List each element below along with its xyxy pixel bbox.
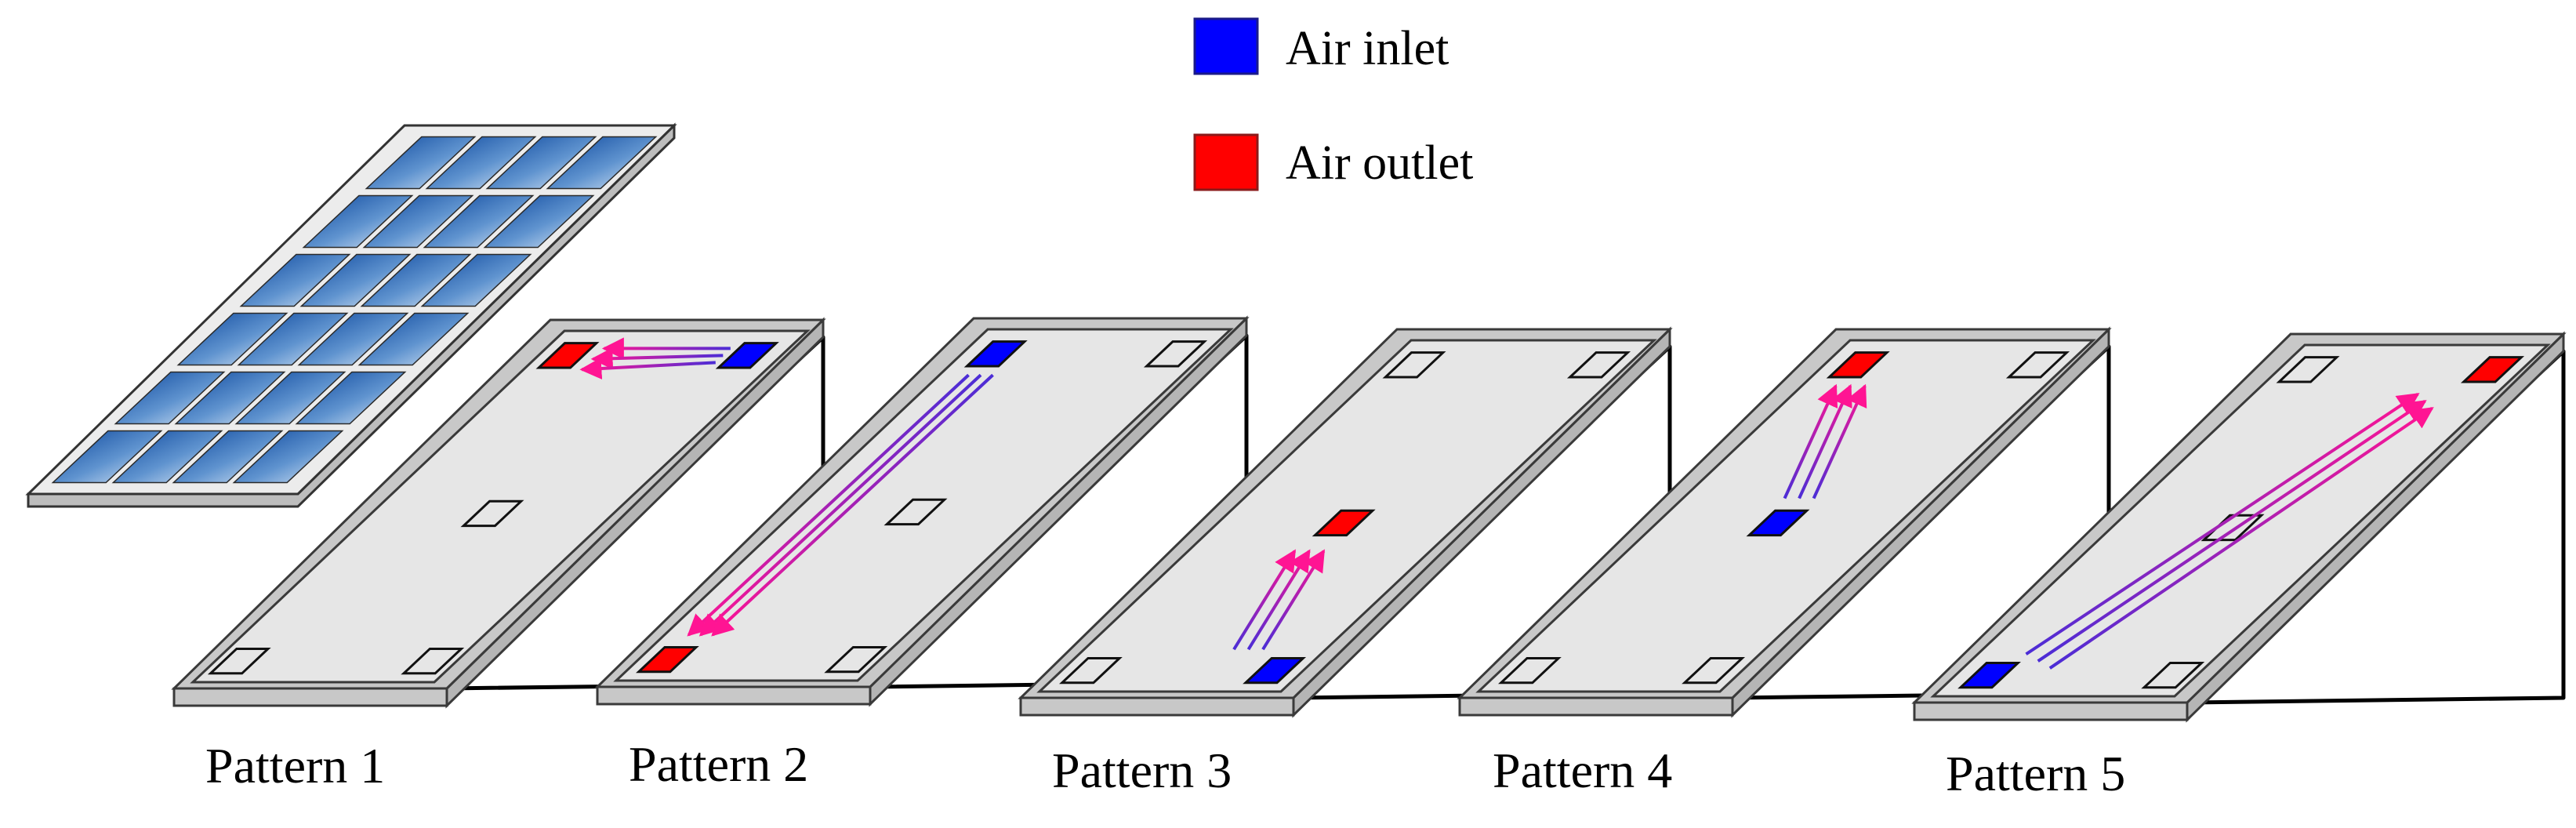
- pv-cell: [295, 371, 407, 425]
- airflow-arrow: [2037, 400, 2427, 663]
- pv-cell: [51, 430, 163, 484]
- pv-cell: [237, 312, 349, 366]
- legend-inlet-label: Air inlet: [1286, 22, 1449, 75]
- airflow-arrow: [1783, 383, 1838, 499]
- airflow-arrow: [2025, 393, 2420, 656]
- pv-cell: [114, 371, 226, 425]
- tray-pattern-5: [1911, 331, 2567, 723]
- airflow-arrow: [590, 347, 724, 370]
- airflow-arrow: [1261, 549, 1326, 651]
- empty-port: [883, 498, 948, 526]
- empty-port: [2141, 661, 2205, 689]
- tray-pattern-2: [594, 315, 1250, 707]
- airflow-arrow: [2048, 406, 2434, 670]
- pattern-5-label: Pattern 5: [1946, 746, 2125, 801]
- empty-port: [460, 499, 524, 528]
- solar-panel-icon: [25, 122, 677, 508]
- empty-port: [824, 645, 888, 674]
- pattern-1-label: Pattern 1: [205, 738, 385, 794]
- air-outlet-port: [2460, 356, 2525, 383]
- empty-port: [1382, 351, 1446, 379]
- outlet-swatch: [1193, 133, 1259, 191]
- pv-cell: [239, 253, 351, 307]
- pattern-trays: [171, 315, 2567, 723]
- pv-cell: [546, 136, 658, 190]
- tray-pattern-4: [1457, 326, 2112, 718]
- pv-cell: [423, 194, 535, 249]
- legend-outlet-label: Air outlet: [1286, 136, 1473, 190]
- empty-port: [2005, 351, 2070, 379]
- pv-cell: [176, 312, 288, 366]
- air-inlet-port: [1957, 661, 2021, 689]
- pv-cell: [420, 253, 532, 307]
- pv-cell: [360, 253, 472, 307]
- inlet-swatch: [1193, 17, 1259, 75]
- air-outlet-port: [535, 342, 600, 369]
- air-inlet-port: [1243, 656, 1307, 685]
- airflow-arrow: [1246, 549, 1311, 651]
- airflow-arrow: [698, 373, 982, 637]
- empty-port: [207, 647, 271, 675]
- empty-port: [1566, 351, 1631, 379]
- airflow-arrow: [579, 357, 716, 380]
- pv-cell: [297, 312, 409, 366]
- empty-port: [1059, 656, 1123, 685]
- airflow-arrow: [687, 373, 970, 637]
- pv-cell: [234, 371, 346, 425]
- empty-port: [1682, 656, 1746, 685]
- pv-cell-grid: [51, 136, 658, 484]
- air-outlet-port: [1826, 351, 1890, 379]
- tray-bottom-edge: [172, 687, 448, 707]
- pattern-4-label: Pattern 4: [1493, 743, 1672, 798]
- pattern-3-label: Pattern 3: [1052, 743, 1232, 798]
- air-outlet-port: [1312, 509, 1376, 537]
- legend: Air inlet Air outlet: [1193, 17, 1473, 191]
- pv-cell: [302, 194, 414, 249]
- pv-cell: [232, 430, 344, 484]
- air-inlet-port: [963, 340, 1028, 368]
- pv-cell: [485, 136, 597, 190]
- tray-bottom-edge: [1458, 696, 1734, 717]
- empty-port: [1498, 656, 1562, 685]
- pv-cell: [172, 430, 284, 484]
- pv-cell: [111, 430, 223, 484]
- airflow-arrow: [1812, 383, 1867, 499]
- empty-port: [2276, 356, 2340, 383]
- pv-cell: [425, 136, 537, 190]
- airflow-arrow: [1798, 383, 1852, 499]
- air-inlet-port: [715, 342, 779, 369]
- airflow-arrow: [711, 373, 994, 637]
- empty-port: [401, 647, 465, 675]
- pv-cell: [365, 136, 477, 190]
- tray-bottom-edge: [596, 685, 872, 706]
- pv-cell: [483, 194, 595, 249]
- air-outlet-port: [636, 645, 699, 674]
- airflow-arrow: [1232, 549, 1297, 651]
- tray-bottom-edge: [1019, 696, 1295, 717]
- empty-port: [1143, 340, 1208, 368]
- pv-cell: [357, 312, 470, 366]
- pv-cell: [174, 371, 286, 425]
- air-inlet-port: [1746, 509, 1810, 537]
- pattern-2-label: Pattern 2: [629, 736, 808, 792]
- pv-cell: [299, 253, 412, 307]
- tray-bottom-edge: [1913, 701, 2189, 721]
- pv-cell: [362, 194, 474, 249]
